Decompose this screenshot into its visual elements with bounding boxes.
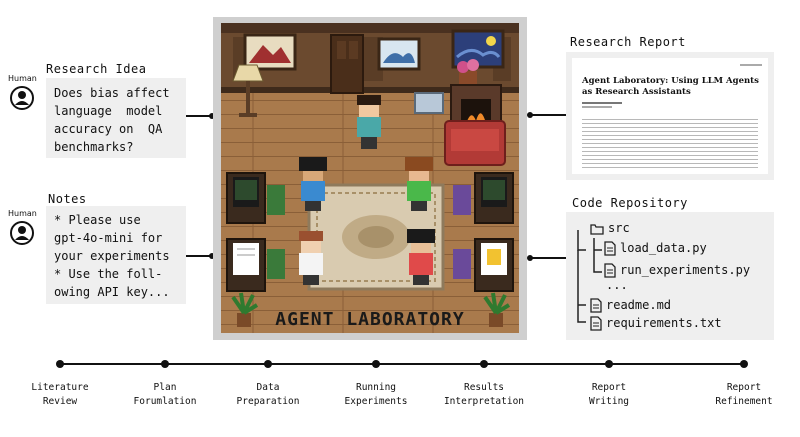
chair-icon [453, 185, 471, 215]
chair-icon [267, 185, 285, 215]
notes-line: gpt-4o-mini for [54, 231, 163, 245]
research-report-title: Research Report [570, 35, 686, 49]
idea-line: language model [54, 104, 163, 118]
folder-icon [590, 224, 604, 235]
notes-line: * Use the foll- [54, 267, 163, 281]
notes-line: owing API key... [54, 285, 170, 299]
door-icon [330, 34, 364, 94]
repo-item-ellipsis: ... [606, 278, 628, 292]
repo-item-load-data[interactable]: load_data.py [620, 241, 707, 255]
stage-report-writing: Report Writing [588, 382, 630, 407]
plant-icon [459, 71, 477, 87]
notes-title: Notes [48, 192, 87, 206]
repo-item-requirements[interactable]: requirements.txt [606, 316, 722, 330]
agent-sprite [405, 157, 433, 211]
human-label-idea: Human [8, 74, 37, 83]
agent-laboratory-banner: AGENT LABORATORY [275, 309, 465, 330]
timeline-dot [480, 360, 488, 368]
paper-body-lines [582, 116, 758, 168]
file-icon [604, 263, 616, 278]
stage-report-refinement: Report Refinement [715, 382, 773, 407]
repo-item-run-experiments[interactable]: run_experiments.py [620, 263, 751, 277]
file-icon [590, 316, 602, 331]
plant-icon [483, 292, 511, 327]
timeline-dot [740, 360, 748, 368]
file-icon [604, 241, 616, 256]
notes-line: your experiments [54, 249, 170, 263]
notes-line: * Please use [54, 213, 141, 227]
timeline-dot [372, 360, 380, 368]
paper-title: Agent Laboratory: Using LLM Agents as Re… [582, 76, 759, 97]
idea-line: benchmarks? [54, 140, 134, 154]
repo-item-src[interactable]: src [608, 221, 630, 235]
connector-line [527, 112, 570, 118]
repo-item-readme[interactable]: readme.md [606, 298, 672, 312]
stage-running-experiments: Running Experiments [344, 382, 408, 407]
agent-sprite [299, 231, 323, 285]
timeline-dot [264, 360, 272, 368]
lab-frame: AGENT LABORATORY [213, 17, 527, 340]
research-idea-title: Research Idea [46, 62, 147, 76]
chair-icon [453, 249, 471, 279]
person-icon [10, 86, 34, 110]
paper-preview: Agent Laboratory: Using LLM Agents as Re… [572, 58, 768, 174]
stage-results-interpretation: Results Interpretation [443, 382, 525, 407]
connector-line [186, 113, 215, 119]
timeline [56, 360, 748, 368]
timeline-dot [605, 360, 613, 368]
code-repository-title: Code Repository [572, 196, 688, 210]
plant-icon [231, 292, 259, 327]
stage-plan-formulation: Plan Forumlation [133, 382, 197, 407]
idea-line: Does bias affect [54, 86, 170, 100]
connector-line [527, 255, 570, 261]
person-icon [10, 221, 34, 245]
agent-sprite [407, 229, 435, 285]
code-repository-card: src load_data.py run_experiments.py ... … [566, 212, 774, 340]
research-idea-box: Does bias affect language model accuracy… [46, 78, 186, 158]
agent-sprite [299, 157, 327, 211]
timeline-dot [56, 360, 64, 368]
notes-box: * Please use gpt-4o-mini for your experi… [46, 206, 186, 304]
idea-line: accuracy on QA [54, 122, 163, 136]
painting-icon [377, 37, 421, 71]
agent-sprite [357, 95, 381, 149]
human-label-notes: Human [8, 209, 37, 218]
agent-laboratory-scene [221, 23, 519, 333]
chair-icon [267, 249, 285, 279]
research-report-card: Agent Laboratory: Using LLM Agents as Re… [566, 52, 774, 180]
timeline-dot [161, 360, 169, 368]
lamp-icon [232, 64, 264, 82]
connector-line [186, 253, 215, 259]
stage-data-preparation: Data Preparation [236, 382, 300, 407]
tree-lines [577, 230, 602, 323]
file-icon [590, 298, 602, 313]
stage-literature-review: Literature Review [31, 382, 89, 407]
